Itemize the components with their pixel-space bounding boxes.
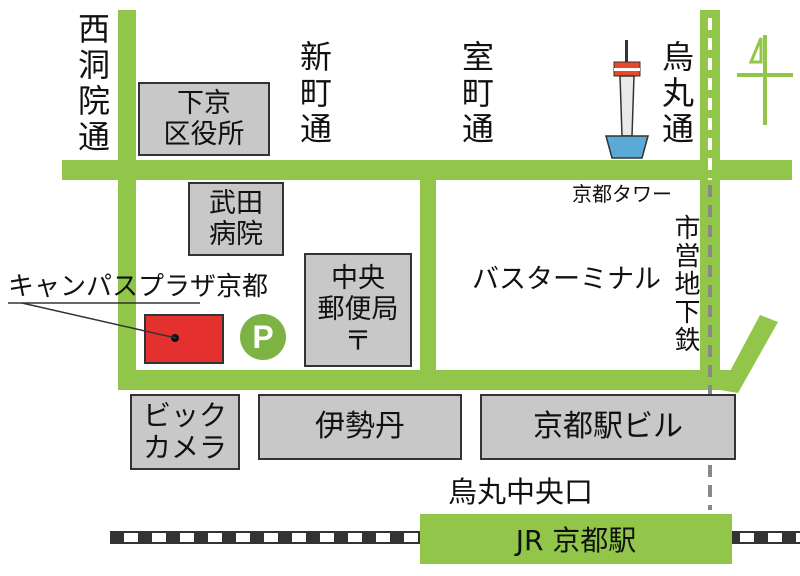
label-muromachi-street: 室町通 (457, 40, 495, 148)
road-diagonal-shape (720, 315, 778, 393)
leader-line-diagonal (21, 302, 177, 339)
building-shimogyo-ward-office: 下京 区役所 (138, 82, 270, 156)
kyoto-tower-icon (605, 40, 649, 159)
tower-shaft (619, 75, 635, 137)
parking-letter: P (252, 318, 274, 355)
label-kyoto-tower: 京都タワー (572, 182, 672, 206)
label-bus-terminal: バスターミナル (472, 264, 661, 295)
building-central-post-office: 中央 郵便局 〒 (304, 253, 412, 367)
label-nishinotoin-street: 西洞院通 (73, 12, 111, 156)
building-bic-camera: ビック カメラ (130, 394, 240, 470)
road-nishinotoin (118, 10, 136, 390)
building-kyoto-station-building: 京都駅ビル (480, 394, 736, 460)
north-arrow-icon (737, 35, 793, 125)
road-karasuma (700, 10, 720, 388)
jr-kyoto-station: JR 京都駅 (420, 514, 732, 564)
road-inner-vertical (420, 170, 436, 380)
road-station-front (118, 370, 738, 390)
road-diagonal (720, 315, 778, 393)
label-destination: キャンパスプラザ京都 (8, 272, 269, 302)
label-shinmachi-street: 新町通 (295, 40, 333, 148)
destination-leader-line (8, 302, 200, 339)
tower-deck-stripe (614, 68, 640, 71)
parking-icon: P (240, 314, 286, 360)
jr-kyoto-station-label: JR 京都駅 (515, 524, 637, 557)
compass-n-mark (748, 37, 763, 64)
label-karasuma-street: 烏丸通 (657, 40, 695, 148)
label-subway: 市営地下鉄 (670, 214, 700, 354)
building-isetan: 伊勢丹 (258, 394, 462, 460)
tower-antenna (625, 40, 628, 62)
building-takeda-hospital: 武田 病院 (188, 182, 284, 256)
subway-line (708, 18, 712, 510)
label-karasuma-central-exit: 烏丸中央口 (448, 475, 594, 509)
destination-marker (144, 314, 224, 364)
tower-base (605, 135, 649, 159)
